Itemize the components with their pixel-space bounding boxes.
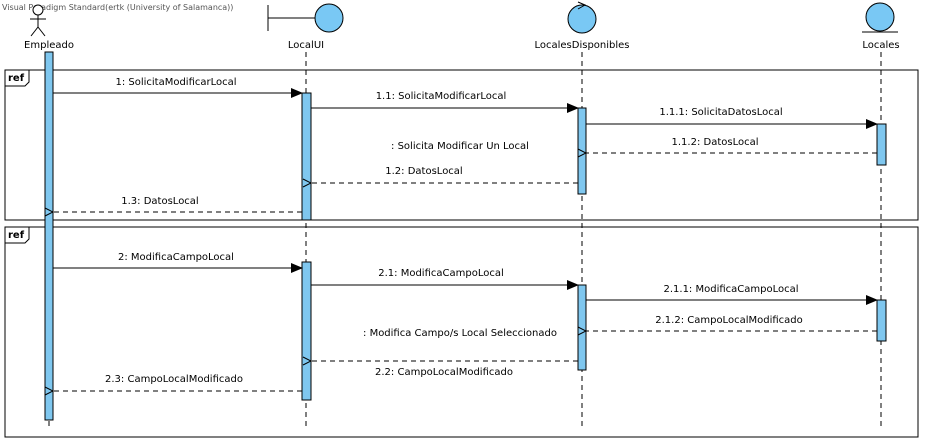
message-label: 2.2: CampoLocalModificado — [375, 367, 513, 378]
message-label: 2: ModificaCampoLocal — [118, 252, 234, 263]
message-label: 1.1.1: SolicitaDatosLocal — [659, 107, 782, 118]
ref-fragment-1: ref — [4, 69, 919, 221]
fragment-label: ref — [8, 230, 25, 241]
activation-empleado — [44, 51, 54, 421]
empleado-actor-icon — [30, 4, 46, 37]
watermark-text: Visual Paradigm Standard(ertk (Universit… — [2, 3, 233, 12]
lifeline-label-localesdisponibles: LocalesDisponibles — [534, 40, 629, 51]
boundary-icon — [267, 3, 344, 33]
lifeline-label-localui: LocalUI — [288, 40, 324, 51]
message-label: 2.1: ModificaCampoLocal — [378, 268, 503, 279]
message-label: 1.3: DatosLocal — [121, 196, 198, 207]
message-label: 1.2: DatosLocal — [385, 166, 462, 177]
message-label: : Solicita Modificar Un Local — [391, 141, 529, 152]
message-label: 1.1: SolicitaModificarLocal — [376, 91, 507, 102]
lifeline-label-empleado: Empleado — [24, 40, 74, 51]
message-label: 2.1.1: ModificaCampoLocal — [663, 284, 798, 295]
messages — [53, 88, 878, 391]
lifeline-label-locales: Locales — [862, 40, 899, 51]
message-label: 2.3: CampoLocalModificado — [105, 374, 243, 385]
message-label: 1: SolicitaModificarLocal — [115, 77, 236, 88]
activation-localesdisponibles-2 — [577, 284, 587, 371]
activation-localesdisponibles-1 — [577, 107, 587, 195]
entity-icon — [862, 2, 898, 33]
message-label: 1.1.2: DatosLocal — [672, 137, 759, 148]
activation-localui-2 — [301, 261, 312, 401]
message-label: : Modifica Campo/s Local Seleccionado — [363, 328, 557, 339]
ref-fragment-2: ref — [4, 226, 919, 438]
fragment-label: ref — [8, 73, 25, 84]
activation-localui-1 — [301, 92, 312, 221]
activation-locales-2 — [876, 299, 887, 342]
control-icon — [567, 1, 597, 34]
message-label: 2.1.2: CampoLocalModificado — [655, 315, 803, 326]
activation-locales-1 — [876, 123, 887, 166]
